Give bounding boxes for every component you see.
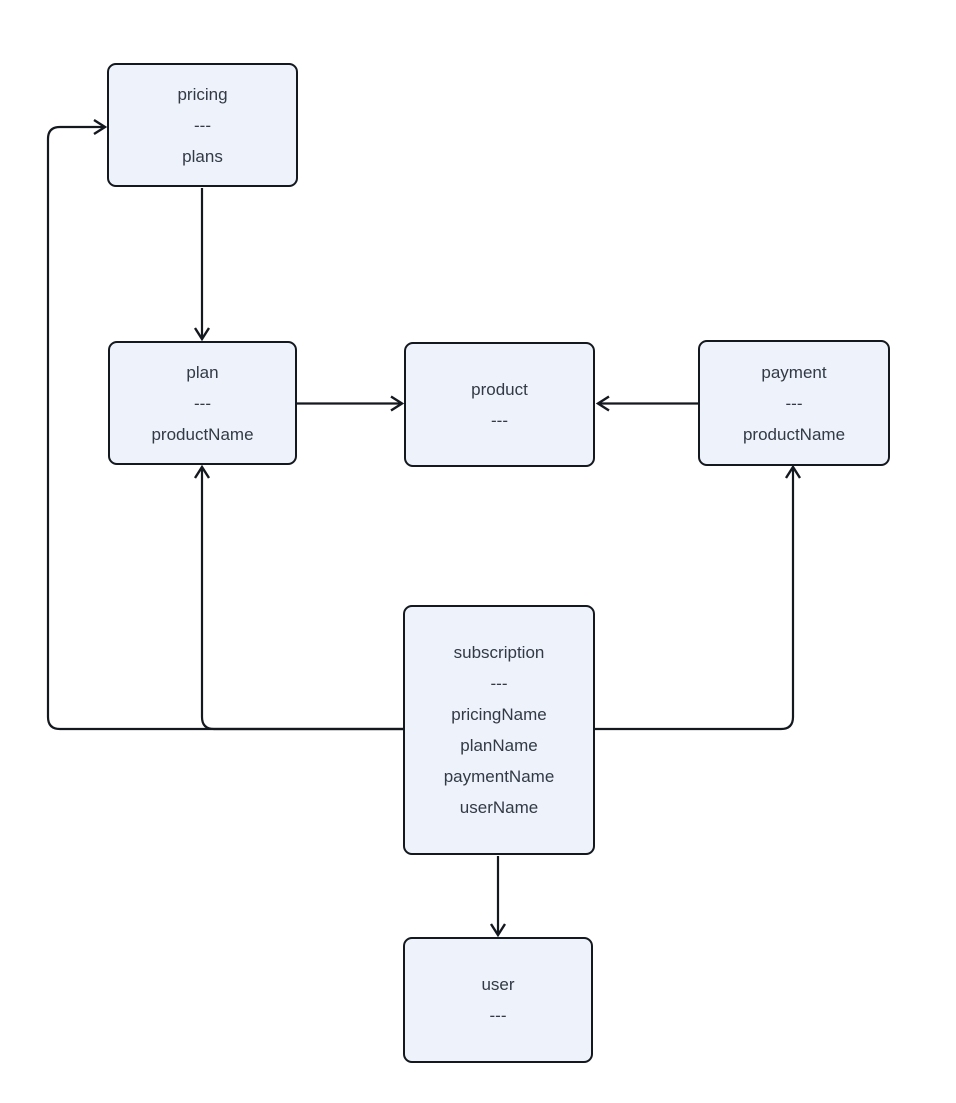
entity-separator: ---	[489, 1006, 507, 1025]
entity-title: payment	[761, 362, 827, 382]
entity-attribute: paymentName	[443, 767, 555, 786]
entity-title: pricing	[177, 84, 228, 104]
entity-pricing[interactable]: pricing --- plans	[107, 63, 298, 187]
entity-user[interactable]: user ---	[403, 937, 593, 1063]
edge-subscription-to-plan	[193, 464, 403, 731]
entity-plan[interactable]: plan --- productName	[108, 341, 297, 465]
entity-attribute: userName	[459, 798, 539, 817]
entity-separator: ---	[785, 393, 803, 413]
entity-attribute: productName	[742, 424, 846, 444]
entity-title: user	[481, 975, 515, 994]
entity-separator: ---	[491, 410, 508, 430]
entity-attribute: planName	[460, 736, 538, 755]
entity-product[interactable]: product ---	[404, 342, 595, 467]
entity-payment[interactable]: payment --- productName	[698, 340, 890, 466]
entity-attribute: pricingName	[451, 705, 547, 724]
entity-separator: ---	[194, 115, 211, 135]
entity-title: product	[471, 379, 528, 399]
entity-attribute: productName	[151, 424, 254, 444]
entity-separator: ---	[490, 674, 508, 693]
entity-separator: ---	[194, 393, 211, 413]
edge-subscription-to-payment	[595, 464, 802, 731]
edge-subscription-to-pricing	[46, 118, 403, 731]
entity-title: plan	[186, 362, 219, 382]
entity-title: subscription	[453, 643, 545, 662]
entity-attribute: plans	[182, 146, 223, 166]
entity-subscription[interactable]: subscription --- pricingName planName pa…	[403, 605, 595, 855]
